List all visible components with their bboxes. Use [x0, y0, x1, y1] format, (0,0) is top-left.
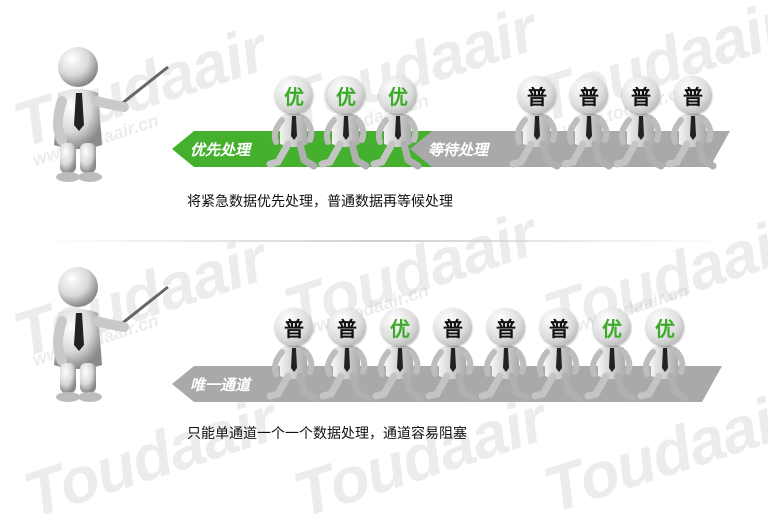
- data-person: 普: [478, 308, 534, 408]
- presenter-figure-top: [53, 47, 169, 182]
- data-person: 优: [584, 308, 640, 408]
- data-person: 普: [561, 76, 617, 176]
- normal-data-head: 普: [487, 308, 525, 346]
- priority-data-head: 优: [275, 76, 313, 114]
- normal-data-head: 普: [570, 76, 608, 114]
- priority-data-head: 优: [381, 308, 419, 346]
- top-caption: 将紧急数据优先处理，普通数据再等候处理: [187, 194, 453, 210]
- data-person: 优: [318, 76, 374, 176]
- data-person: 普: [319, 308, 375, 408]
- section-divider: [40, 240, 730, 242]
- priority-data-head: 优: [327, 76, 365, 114]
- priority-arrow-label: 优先处理: [190, 141, 251, 159]
- normal-data-head: 普: [328, 308, 366, 346]
- normal-data-head: 普: [540, 308, 578, 346]
- data-person: 普: [266, 308, 322, 408]
- data-person: 普: [613, 76, 669, 176]
- data-person: 普: [665, 76, 721, 176]
- data-person: 优: [266, 76, 322, 176]
- data-person: 普: [531, 308, 587, 408]
- data-person: 普: [509, 76, 565, 176]
- normal-data-head: 普: [622, 76, 660, 114]
- channel-arrow-label: 唯一通道: [190, 376, 251, 394]
- normal-data-head: 普: [674, 76, 712, 114]
- priority-data-head: 优: [593, 308, 631, 346]
- normal-data-head: 普: [434, 308, 472, 346]
- data-person: 优: [372, 308, 428, 408]
- data-person: 优: [370, 76, 426, 176]
- priority-data-head: 优: [646, 308, 684, 346]
- normal-data-head: 普: [518, 76, 556, 114]
- data-person: 优: [637, 308, 693, 408]
- data-person: 普: [425, 308, 481, 408]
- priority-data-head: 优: [379, 76, 417, 114]
- bottom-caption: 只能单通道一个一个数据处理，通道容易阻塞: [187, 426, 467, 442]
- waiting-arrow-label: 等待处理: [428, 141, 489, 159]
- presenter-figure-bottom: [53, 267, 169, 402]
- normal-data-head: 普: [275, 308, 313, 346]
